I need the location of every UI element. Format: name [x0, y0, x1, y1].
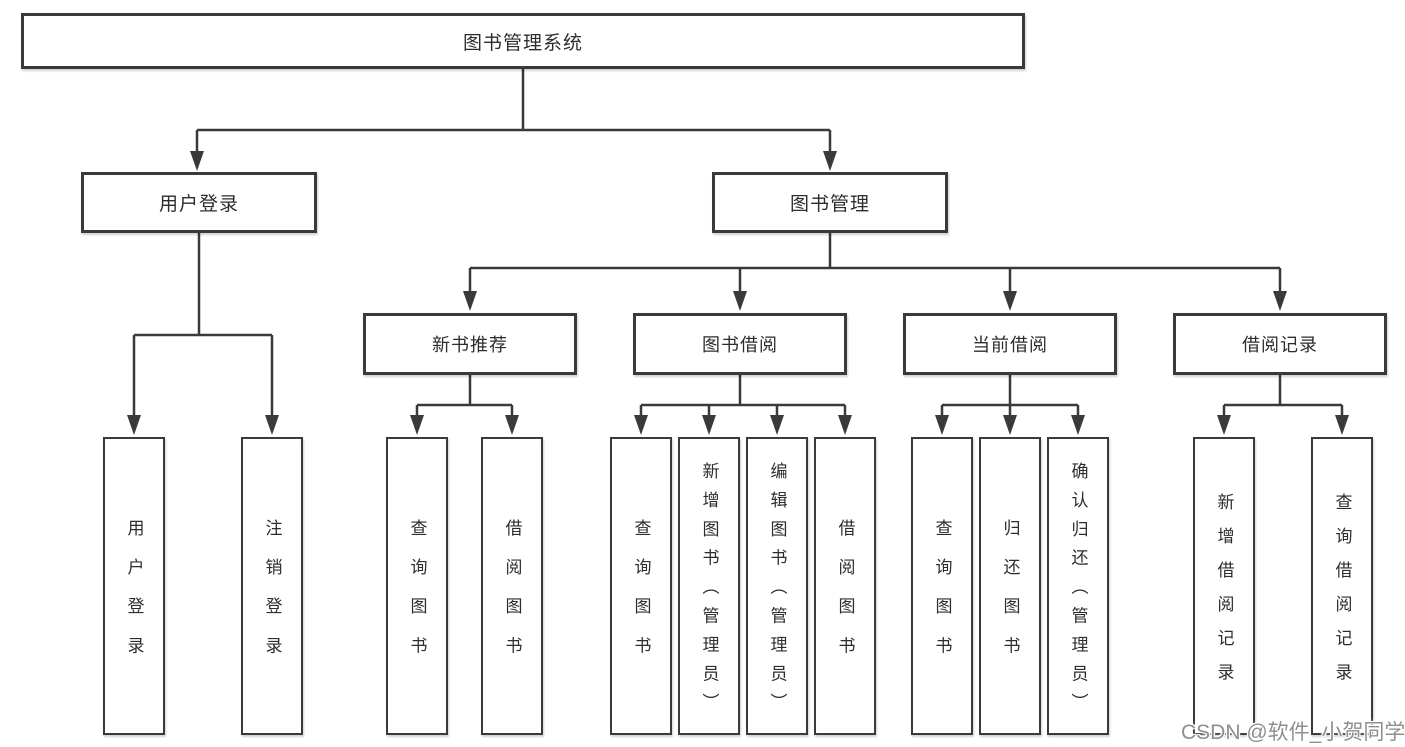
leaf-confirm-return-admin: 确认归还（管理员）: [1047, 437, 1109, 735]
node-label: 当前借阅: [972, 335, 1048, 355]
node-root: 图书管理系统: [21, 13, 1025, 69]
node-label: 新增借阅记录: [1214, 492, 1234, 697]
node-label: 用户登录: [158, 194, 239, 215]
leaf-user-login: 用户登录: [103, 437, 165, 735]
leaf-borrow-books: 借阅图书: [814, 437, 876, 735]
node-label: 图书借阅: [702, 335, 778, 355]
node-book-mgmt: 图书管理: [712, 172, 948, 233]
node-label: 借阅图书: [502, 518, 522, 676]
connectors-new-book-group: [410, 375, 519, 435]
node-label: 查询图书: [932, 518, 952, 676]
leaf-borrow-books-recommend: 借阅图书: [481, 437, 543, 735]
csdn-watermark: CSDN @软件_小贺同学: [1181, 721, 1405, 744]
leaf-query-books-recommend: 查询图书: [386, 437, 448, 735]
node-label: 编辑图书（管理员）: [767, 461, 787, 722]
leaf-query-books-current: 查询图书: [911, 437, 973, 735]
node-label: 查询图书: [407, 518, 427, 676]
node-label: 借阅图书: [835, 518, 855, 676]
node-label: 确认归还（管理员）: [1068, 461, 1088, 722]
node-label: 图书管理系统: [462, 32, 583, 54]
node-current-borrow: 当前借阅: [903, 313, 1117, 375]
connectors-borrow-record-group: [1217, 375, 1349, 435]
node-new-book-recommend: 新书推荐: [363, 313, 577, 375]
connectors-user-login-group: [127, 233, 279, 435]
leaf-add-borrow-record: 新增借阅记录: [1193, 437, 1255, 735]
connectors-book-mgmt-to-level3: [463, 233, 1287, 311]
leaf-return-book: 归还图书: [979, 437, 1041, 735]
node-label: 新书推荐: [432, 335, 508, 355]
connectors-book-borrow-group: [634, 375, 852, 435]
leaf-logout: 注销登录: [241, 437, 303, 735]
node-label: 归还图书: [1000, 518, 1020, 676]
leaf-query-books-borrow: 查询图书: [610, 437, 672, 735]
node-label: 注销登录: [262, 518, 282, 676]
node-label: 图书管理: [789, 194, 870, 215]
connectors-root-to-level2: [190, 69, 837, 171]
connectors-current-borrow-group: [935, 375, 1085, 435]
leaf-edit-book-admin: 编辑图书（管理员）: [746, 437, 808, 735]
leaf-query-borrow-record: 查询借阅记录: [1311, 437, 1373, 735]
node-label: 查询借阅记录: [1332, 492, 1352, 697]
node-label: 借阅记录: [1242, 335, 1318, 355]
node-label: 查询图书: [631, 518, 651, 676]
node-borrow-records: 借阅记录: [1173, 313, 1387, 375]
node-label: 用户登录: [124, 518, 144, 676]
leaf-add-book-admin: 新增图书（管理员）: [678, 437, 740, 735]
node-label: 新增图书（管理员）: [699, 461, 719, 722]
node-book-borrow: 图书借阅: [633, 313, 847, 375]
node-user-login: 用户登录: [81, 172, 317, 233]
